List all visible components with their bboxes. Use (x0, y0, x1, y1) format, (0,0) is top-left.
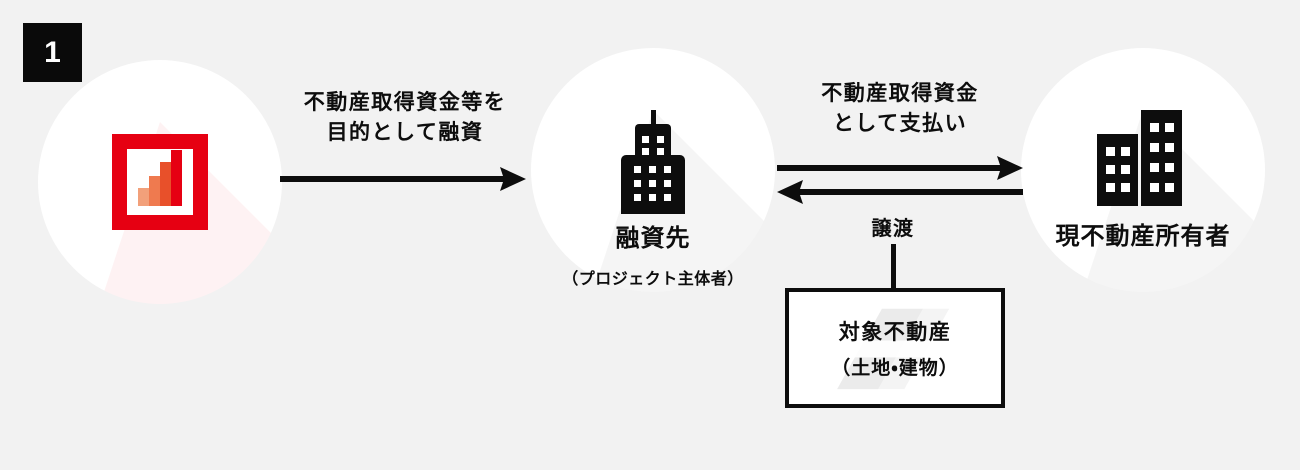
building-window (1121, 165, 1130, 174)
tower-window (634, 194, 641, 201)
two-buildings-icon (1097, 110, 1189, 206)
tower-window (634, 180, 641, 187)
chart-icon-container (38, 134, 282, 230)
property-box-subtitle: （土地・建物） (831, 358, 959, 379)
step-number-badge: 1 (23, 23, 82, 82)
building-window (1150, 163, 1159, 172)
building-window (1121, 147, 1130, 156)
chart-bar-1 (138, 188, 149, 206)
tower-window (642, 148, 649, 155)
loan-arrow-glyph (280, 167, 526, 191)
payment-arrow (777, 155, 1023, 181)
tower-window (657, 148, 664, 155)
transfer-arrow-glyph (777, 180, 1023, 204)
node-current-owner (1021, 48, 1265, 292)
tower-window (634, 166, 641, 173)
transfer-connector-line (891, 244, 896, 290)
loan-arrow-label-line-1: 不動産取得資金等を (303, 91, 507, 114)
payment-arrow-label: 不動産取得資金 として支払い (765, 79, 1035, 140)
chart-bars (138, 150, 182, 206)
building-left-block (1097, 134, 1138, 206)
transfer-arrow (777, 179, 1023, 205)
payment-arrow-glyph (777, 156, 1023, 180)
tower-antenna (651, 110, 656, 127)
building-window (1150, 143, 1159, 152)
node-borrower-title: 融資先 (615, 225, 691, 252)
loan-arrow-label-line-2: 目的として融資 (326, 121, 484, 145)
tower-building-icon-container (531, 110, 775, 214)
chart-bar-3 (160, 162, 171, 206)
watermark-pattern (835, 308, 950, 390)
building-window (1106, 147, 1115, 156)
property-box-title: 対象不動産 (838, 321, 952, 344)
property-box: 対象不動産 （土地・建物） (785, 288, 1005, 408)
tower-window (664, 180, 671, 187)
tower-window (664, 166, 671, 173)
tower-window (642, 136, 649, 143)
loan-arrow-label: 不動産取得資金等を 目的として融資 (245, 88, 565, 149)
building-window (1150, 123, 1159, 132)
payment-arrow-label-line-2: として支払い (832, 112, 968, 136)
chart-plate (127, 149, 193, 215)
node-borrower (531, 48, 775, 292)
tower-window (649, 180, 656, 187)
loan-arrow (280, 166, 526, 192)
building-window (1106, 165, 1115, 174)
node-current-owner-title: 現不動産所有者 (1055, 223, 1231, 250)
transfer-connector-label: 譲渡 (871, 218, 915, 240)
tower-window (664, 194, 671, 201)
tower-window (649, 194, 656, 201)
building-window (1106, 183, 1115, 192)
building-window (1165, 163, 1174, 172)
chart-bar-2 (149, 176, 160, 206)
chart-bar-4 (171, 150, 182, 206)
building-window (1165, 143, 1174, 152)
payment-arrow-label-line-1: 不動産取得資金 (821, 82, 979, 105)
building-right-block (1141, 110, 1182, 206)
tower-window (657, 136, 664, 143)
two-buildings-icon-container (1021, 110, 1265, 206)
step-number-label: 1 (44, 35, 61, 69)
red-bar-chart-icon (112, 134, 208, 230)
tower-building-icon (614, 110, 692, 214)
building-window (1165, 183, 1174, 192)
building-window (1150, 183, 1159, 192)
building-window (1165, 123, 1174, 132)
building-window (1121, 183, 1130, 192)
tower-window (649, 166, 656, 173)
node-borrower-subtitle: （プロジェクト主体者） (562, 271, 744, 288)
